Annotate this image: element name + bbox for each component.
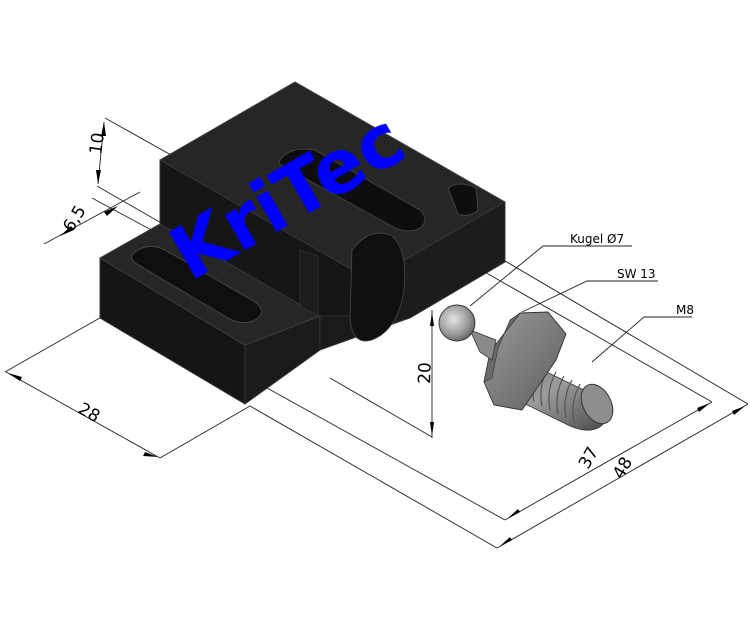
- callout-ball-diameter: Kugel Ø7: [570, 232, 624, 246]
- dim-step-height: 10: [86, 131, 109, 155]
- callout-thread-size: M8: [676, 303, 694, 317]
- dim-ball-height: 20: [415, 362, 436, 384]
- dimension-lines: [4, 117, 749, 549]
- bracket-part: [99, 81, 506, 405]
- dim-step-width: 6,5: [59, 202, 90, 236]
- ball-stud-part: [438, 304, 614, 431]
- callout-leaders: [469, 245, 692, 363]
- callout-wrench-size: SW 13: [617, 267, 656, 281]
- dim-length-inner: 37: [575, 444, 603, 473]
- dim-depth: 28: [75, 399, 104, 427]
